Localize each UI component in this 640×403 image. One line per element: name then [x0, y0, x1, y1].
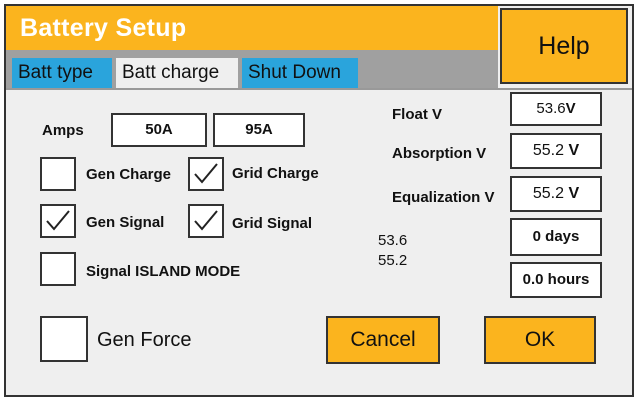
amps-field-1[interactable]: 50A [111, 113, 207, 147]
equalization-hours-field[interactable]: 0.0 hours [510, 262, 602, 298]
help-button[interactable]: Help [500, 8, 628, 84]
gen-force-label: Gen Force [97, 329, 192, 351]
tab-batt-charge[interactable]: Batt charge [116, 58, 238, 88]
amps-label: Amps [42, 122, 84, 139]
panel-divider [6, 88, 632, 90]
gen-signal-label: Gen Signal [86, 214, 165, 231]
checkmark-icon [194, 163, 218, 184]
equalization-v-value: 55.2 [532, 185, 564, 202]
tab-batt-type[interactable]: Batt type [12, 58, 112, 88]
gen-signal-checkbox[interactable] [40, 204, 76, 238]
float-v-field[interactable]: 53.6V [510, 92, 602, 126]
grid-charge-label: Grid Charge [232, 165, 319, 182]
checkmark-icon [194, 210, 218, 231]
amps-field-2[interactable]: 95A [213, 113, 305, 147]
checkmark-icon [46, 210, 70, 231]
absorption-v-field[interactable]: 55.2 V [510, 133, 602, 169]
grid-charge-checkbox[interactable] [188, 157, 224, 191]
absorption-v-unit: V [568, 142, 580, 159]
equalization-v-label: Equalization V [392, 189, 495, 206]
signal-island-mode-label: Signal ISLAND MODE [86, 263, 241, 280]
title-bar: Battery Setup [6, 6, 498, 50]
ok-button[interactable]: OK [484, 316, 596, 364]
gen-charge-label: Gen Charge [86, 166, 172, 183]
gen-force-checkbox[interactable] [40, 316, 88, 362]
cancel-button[interactable]: Cancel [326, 316, 440, 364]
tab-shut-down[interactable]: Shut Down [242, 58, 358, 88]
equalization-days-field[interactable]: 0 days [510, 218, 602, 256]
signal-island-mode-checkbox[interactable] [40, 252, 76, 286]
equalization-v-unit: V [568, 185, 580, 202]
window-title: Battery Setup [20, 14, 187, 42]
readout-line-1: 53.6 [378, 232, 408, 249]
grid-signal-label: Grid Signal [232, 215, 313, 232]
absorption-v-label: Absorption V [392, 145, 487, 162]
grid-signal-checkbox[interactable] [188, 204, 224, 238]
float-v-unit: V [565, 100, 576, 117]
battery-setup-window: Battery Setup Batt type Batt charge Shut… [4, 4, 634, 397]
float-v-label: Float V [392, 106, 443, 123]
float-v-value: 53.6 [536, 100, 566, 117]
equalization-v-field[interactable]: 55.2 V [510, 176, 602, 212]
readout-line-2: 55.2 [378, 252, 408, 269]
absorption-v-value: 55.2 [532, 142, 564, 159]
gen-charge-checkbox[interactable] [40, 157, 76, 191]
